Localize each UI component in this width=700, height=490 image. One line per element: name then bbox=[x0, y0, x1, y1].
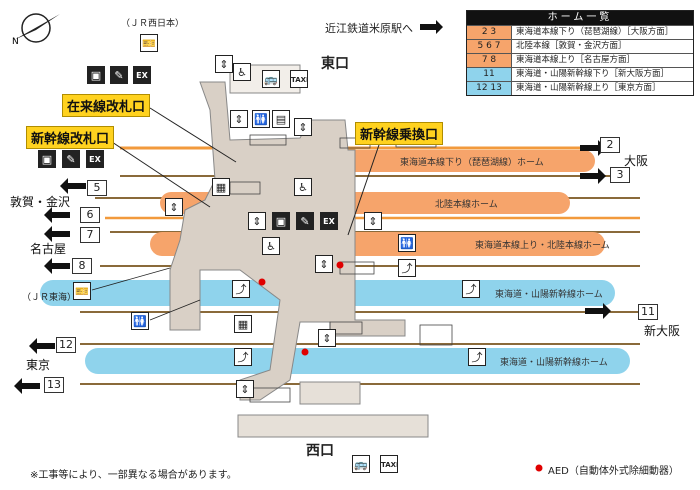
destination-nagoya: 名古屋 bbox=[30, 242, 67, 256]
escalator-icon: ⤴ bbox=[234, 348, 252, 366]
legend-title: ホーム一覧 bbox=[467, 11, 693, 25]
wheelchair-icon: ♿ bbox=[262, 237, 280, 255]
destination-osaka: 大阪 bbox=[624, 154, 649, 168]
platform-label: 北陸本線ホーム bbox=[435, 200, 498, 210]
destination-shin-osaka: 新大阪 bbox=[644, 324, 681, 338]
waiting-room-icon: ▦ bbox=[212, 178, 230, 196]
elevator-icon: ⇕ bbox=[236, 380, 254, 398]
track-number: 13 bbox=[44, 377, 64, 393]
legend-row: 12 13 東海道・山陽新幹線上り［東京方面］ bbox=[467, 81, 693, 95]
legend-track-numbers: 5 6 7 bbox=[467, 40, 512, 53]
platform-label: 東海道本線下り（琵琶湖線）ホーム bbox=[400, 158, 544, 168]
platform-label: 東海道本線上り・北陸本線ホーム bbox=[475, 241, 610, 251]
restroom-icon: 🚻 bbox=[252, 110, 270, 128]
legend-track-numbers: 11 bbox=[467, 68, 512, 81]
legend-description: 東海道・山陽新幹線下り［新大阪方面］ bbox=[516, 69, 670, 79]
elevator-icon: ⇕ bbox=[364, 212, 382, 230]
ticket-office-icon: ▣ bbox=[272, 212, 290, 230]
icon-pointers bbox=[91, 267, 201, 321]
track-number: 6 bbox=[80, 207, 100, 223]
elevator-icon: ⇕ bbox=[230, 110, 248, 128]
legend-description: 東海道本線下り（琵琶湖線）［大阪方面］ bbox=[516, 27, 674, 37]
escalator-icon: ⤴ bbox=[398, 259, 416, 277]
direction-arrows bbox=[14, 20, 611, 394]
escalator-icon: ⤴ bbox=[468, 348, 486, 366]
legend-description: 東海道本線上り［名古屋方面］ bbox=[516, 55, 636, 65]
service-counter-icon: ✎ bbox=[296, 212, 314, 230]
legend-row: 11 東海道・山陽新幹線下り［新大阪方面］ bbox=[467, 67, 693, 81]
shinkansen-gate-callout: 新幹線改札口 bbox=[26, 126, 115, 149]
track-number: 8 bbox=[72, 258, 92, 274]
legend-description: 東海道・山陽新幹線上り［東京方面］ bbox=[516, 83, 661, 93]
service-counter-icon: ✎ bbox=[110, 66, 128, 84]
bus-icon: 🚌 bbox=[262, 70, 280, 88]
platform-label: 東海道・山陽新幹線ホーム bbox=[500, 358, 608, 368]
shinkansen-transfer-callout: 新幹線乗換口 bbox=[355, 122, 444, 145]
track-number: 3 bbox=[610, 167, 630, 183]
destination-tokyo: 東京 bbox=[26, 358, 51, 372]
elevator-icon: ⇕ bbox=[248, 212, 266, 230]
east-exit-label: 東口 bbox=[321, 56, 349, 72]
wheelchair-icon: ♿ bbox=[294, 178, 312, 196]
restroom-icon: 🚻 bbox=[398, 234, 416, 252]
track-number: 7 bbox=[80, 227, 100, 243]
taxi-icon: TAXI bbox=[290, 70, 309, 88]
platform-label: 東海道・山陽新幹線ホーム bbox=[495, 290, 603, 300]
escalator-icon: ⤴ bbox=[462, 280, 480, 298]
ticket-machine-icon: 🎫 bbox=[140, 34, 158, 52]
legend-row: 5 6 7 北陸本線［敦賀・金沢方面］ bbox=[467, 39, 693, 53]
conventional-gate-callout: 在来線改札口 bbox=[62, 94, 151, 117]
aed-markers bbox=[258, 261, 543, 472]
elevator-icon: ⇕ bbox=[215, 55, 233, 73]
jr-west-note: （ＪＲ西日本） bbox=[121, 19, 185, 29]
restroom-icon: 🚻 bbox=[131, 312, 149, 330]
footer-note: ※工事等により、一部異なる場合があります。 bbox=[30, 470, 237, 481]
ticket-machine-icon: 🎫 bbox=[73, 282, 91, 300]
locker-icon: ▤ bbox=[272, 110, 290, 128]
elevator-icon: ⇕ bbox=[318, 329, 336, 347]
track-number: 5 bbox=[87, 180, 107, 196]
legend-track-numbers: 12 13 bbox=[467, 82, 512, 95]
elevator-icon: ⇕ bbox=[294, 118, 312, 136]
aed-legend: AED（自動体外式除細動器） bbox=[548, 466, 679, 477]
escalator-icon: ⤴ bbox=[232, 280, 250, 298]
ex-icon: EX bbox=[320, 212, 338, 230]
ticket-office-icon: ▣ bbox=[38, 150, 56, 168]
legend-description: 北陸本線［敦賀・金沢方面］ bbox=[516, 41, 627, 51]
wheelchair-icon: ♿ bbox=[233, 63, 251, 81]
waiting-room-icon: ▦ bbox=[234, 315, 252, 333]
ex-icon: EX bbox=[133, 66, 151, 84]
destination-tsuruga-kanazawa: 敦賀・金沢 bbox=[10, 195, 71, 209]
legend-track-numbers: 2 3 bbox=[467, 26, 512, 39]
legend-track-numbers: 7 8 bbox=[467, 54, 512, 67]
callout-leaders bbox=[111, 107, 381, 236]
track-number: 2 bbox=[600, 137, 620, 153]
north-arrow-icon: N bbox=[12, 13, 60, 47]
concourse bbox=[169, 81, 429, 438]
legend-row: 7 8 東海道本線上り［名古屋方面］ bbox=[467, 53, 693, 67]
svg-text:N: N bbox=[12, 37, 19, 47]
bus-icon: 🚌 bbox=[352, 455, 370, 473]
west-exit-label: 西口 bbox=[306, 443, 334, 459]
ex-icon: EX bbox=[86, 150, 104, 168]
elevator-icon: ⇕ bbox=[315, 255, 333, 273]
track-number: 11 bbox=[638, 304, 658, 320]
platform-legend: ホーム一覧 2 3 東海道本線下り（琵琶湖線）［大阪方面］ 5 6 7 北陸本線… bbox=[466, 10, 694, 96]
elevator-icon: ⇕ bbox=[165, 198, 183, 216]
jr-central-note: （ＪＲ東海） bbox=[22, 293, 77, 303]
ohmi-railway-link[interactable]: 近江鉄道米原駅へ bbox=[325, 22, 413, 35]
service-counter-icon: ✎ bbox=[62, 150, 80, 168]
ticket-office-icon: ▣ bbox=[87, 66, 105, 84]
legend-row: 2 3 東海道本線下り（琵琶湖線）［大阪方面］ bbox=[467, 25, 693, 39]
track-number: 12 bbox=[56, 337, 76, 353]
taxi-icon: TAXI bbox=[380, 455, 399, 473]
